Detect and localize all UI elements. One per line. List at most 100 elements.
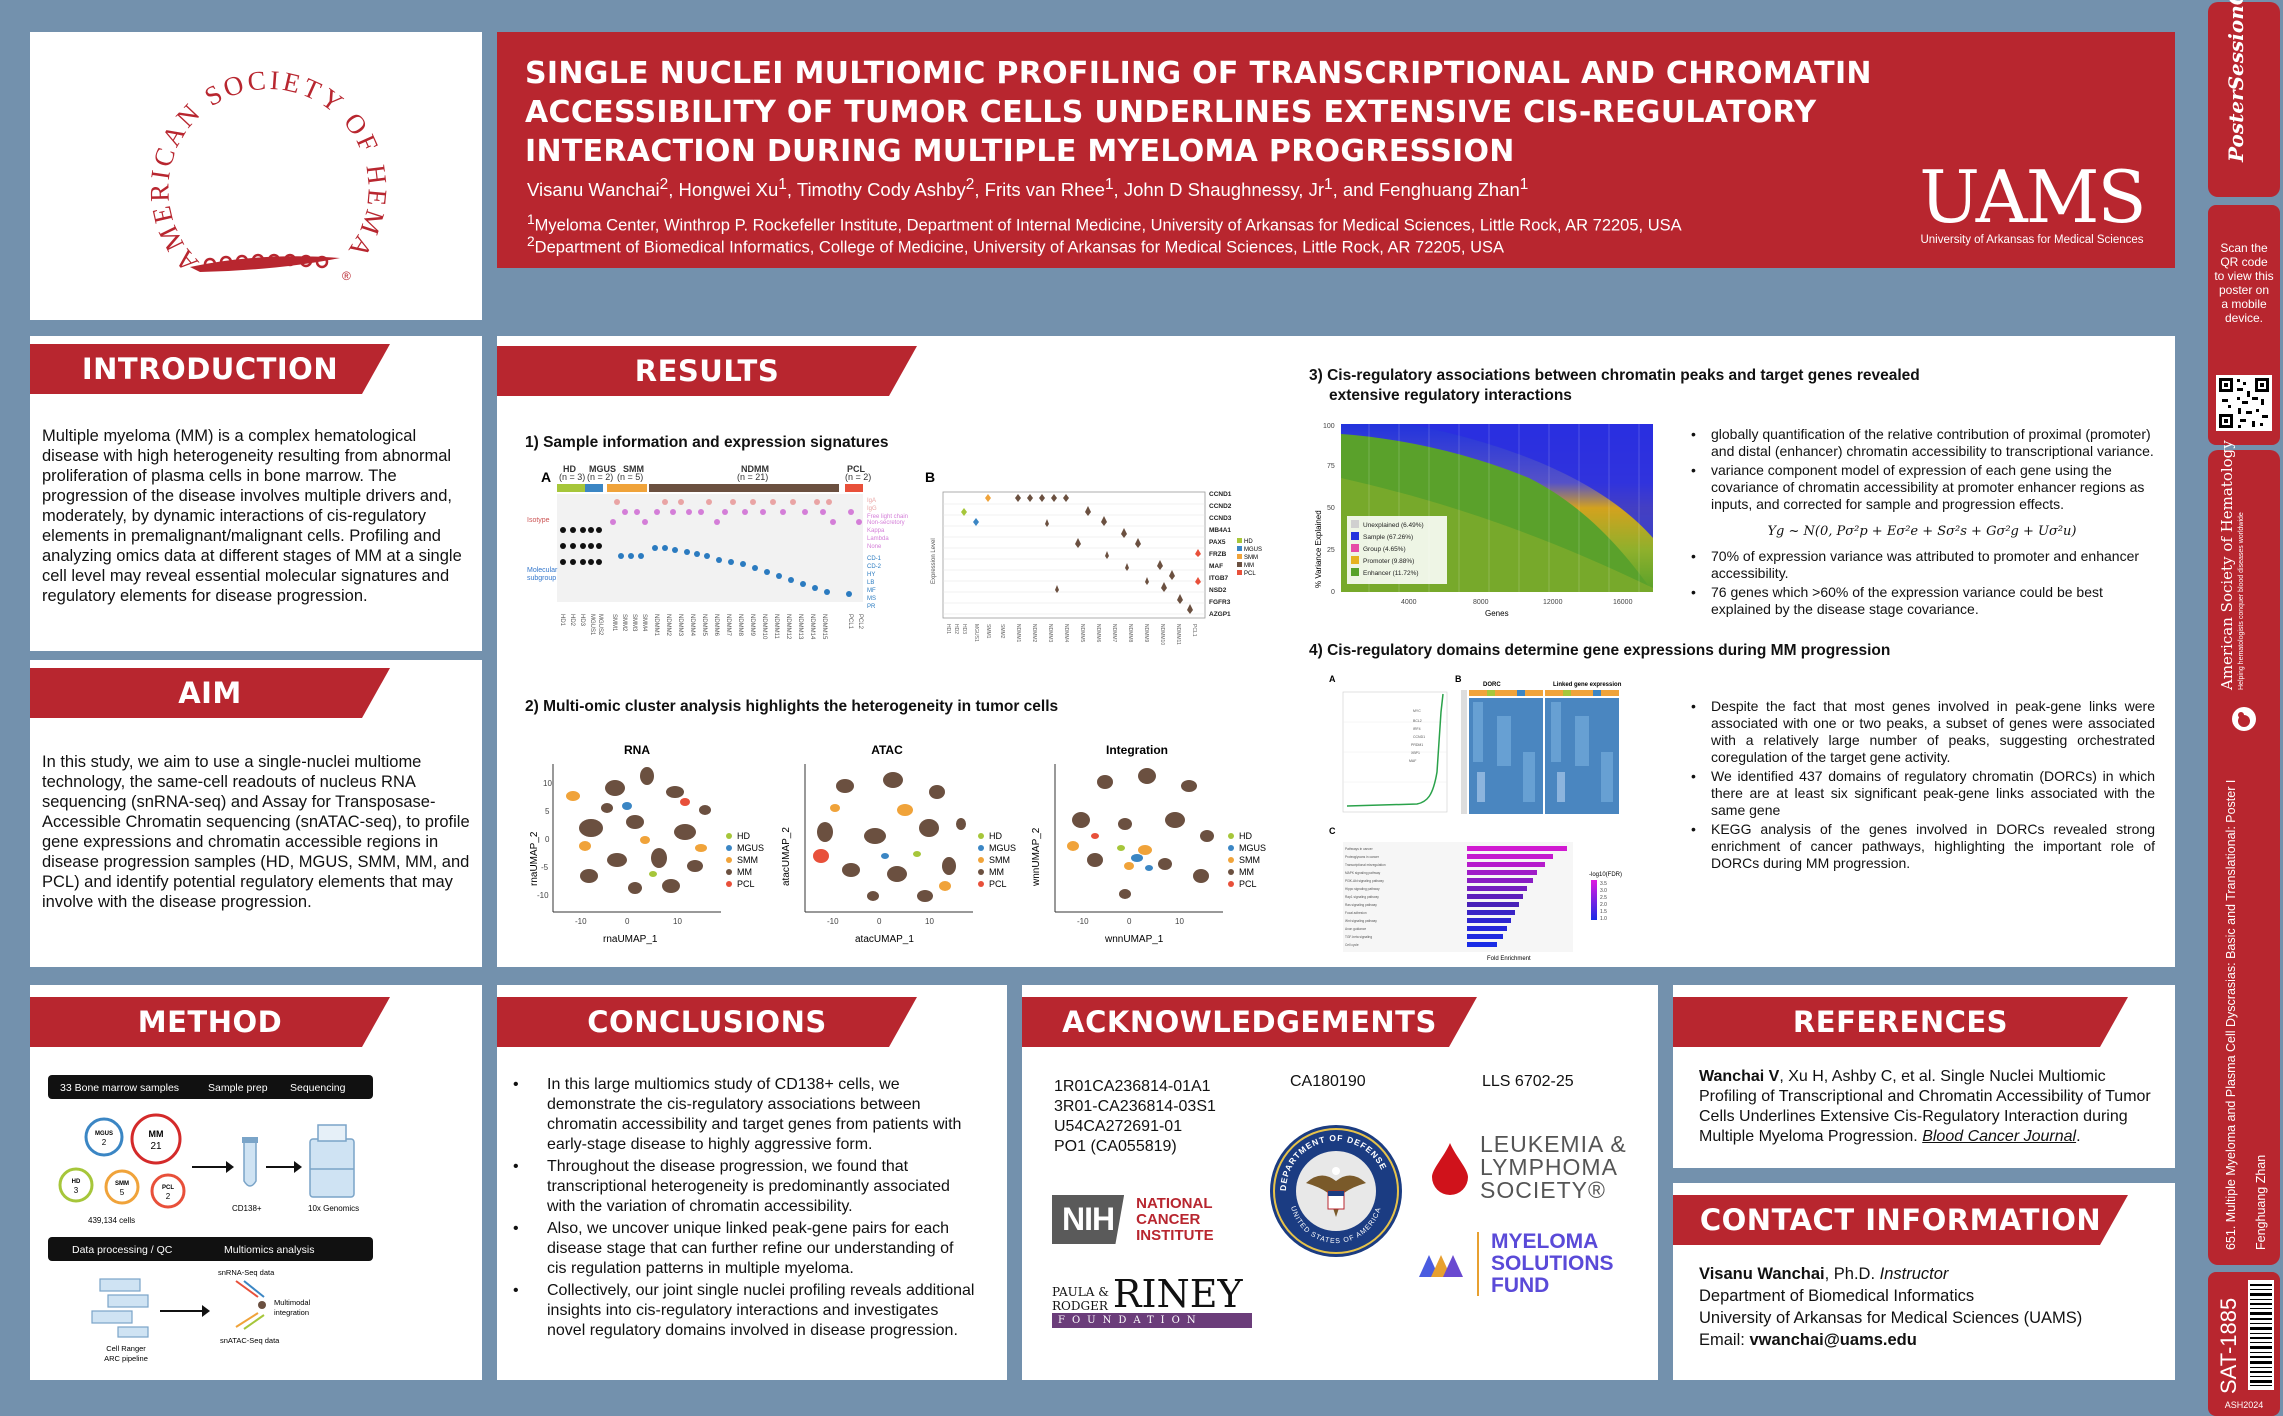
- myeloma-solutions-fund-logo: MYELOMA SOLUTIONS FUND: [1417, 1231, 1614, 1297]
- author-sup: 1: [1104, 176, 1114, 193]
- qr-code-icon[interactable]: [2216, 375, 2272, 431]
- meeting-label: ASH2024: [2224, 1400, 2264, 1410]
- svg-text:Free light chain: Free light chain: [867, 514, 908, 520]
- eagle-icon: [1306, 1167, 1366, 1217]
- uams-logo-text: UAMS: [1919, 155, 2147, 239]
- affiliation-1: 1Myeloma Center, Winthrop P. Rockefeller…: [527, 212, 1682, 235]
- sample-group-n: 21: [150, 1141, 162, 1152]
- title-line-2: ACCESSIBILITY OF TUMOR CELLS UNDERLINES …: [525, 95, 1817, 130]
- riney-small: PAULA &: [1052, 1285, 1109, 1299]
- nci-text: NATIONAL CANCER INSTITUTE: [1136, 1195, 1214, 1244]
- svg-text:NDMM11: NDMM11: [773, 614, 779, 640]
- lls-line: LEUKEMIA &: [1480, 1131, 1627, 1157]
- contact-section: CONTACT INFORMATION Visanu Wanchai, Ph.D…: [1673, 1183, 2175, 1380]
- svg-text:NDMM3: NDMM3: [677, 614, 683, 637]
- author-name: Visanu Wanchai: [527, 179, 660, 201]
- workflow-step: Sample prep: [208, 1082, 268, 1094]
- workflow-step: Multiomics analysis: [224, 1244, 314, 1256]
- references-heading: REFERENCES: [1673, 997, 2128, 1047]
- tick: 75: [1327, 463, 1335, 470]
- affiliation-2-text: Department of Biomedical Informatics, Co…: [534, 238, 1504, 257]
- svg-text:SMM4: SMM4: [641, 614, 647, 632]
- contact-degree: , Ph.D.: [1824, 1265, 1880, 1283]
- legend-label: MGUS: [1244, 547, 1262, 553]
- legend-label: SMM: [737, 855, 758, 865]
- nci-line: CANCER: [1136, 1210, 1201, 1228]
- contact-role: Instructor: [1879, 1265, 1949, 1283]
- tick: 4000: [1401, 599, 1417, 606]
- introduction-text: Multiple myeloma (MM) is a complex hemat…: [42, 427, 462, 605]
- svg-text:NDMM6: NDMM6: [713, 614, 719, 637]
- group-n: (n = 3): [559, 472, 585, 482]
- lls-line: LYMPHOMA: [1480, 1154, 1618, 1180]
- svg-text:MGUS1: MGUS1: [589, 614, 595, 636]
- contact-heading: CONTACT INFORMATION: [1673, 1195, 2128, 1245]
- affiliation-2: 2Department of Biomedical Informatics, C…: [527, 234, 1504, 257]
- svg-text:CD-2: CD-2: [867, 564, 882, 570]
- legend-label: HD: [1244, 539, 1253, 545]
- svg-text:MAPK signaling pathway: MAPK signaling pathway: [1345, 871, 1381, 875]
- svg-text:NDMM1: NDMM1: [1015, 624, 1021, 643]
- legend-label: Unexplained (6.49%): [1363, 522, 1424, 529]
- affiliation-1-text: Myeloma Center, Winthrop P. Rockefeller …: [534, 216, 1682, 235]
- results-section-4-title: 4) Cis-regulatory domains determine gene…: [1309, 642, 1891, 659]
- group-label: PCL: [847, 464, 866, 474]
- sec3-bullet: globally quantification of the relative …: [1689, 426, 2155, 460]
- legend-label: PCL: [989, 879, 1007, 889]
- isotype-label: Isotype: [527, 517, 550, 524]
- conclusions-section: CONCLUSIONS In this large multiomics stu…: [497, 985, 1007, 1380]
- sec3-bullet: 76 genes which >60% of the expression va…: [1689, 584, 2155, 618]
- legend-label: SMM: [1244, 555, 1258, 561]
- tick: -5: [541, 863, 549, 872]
- contact-email-label: Email:: [1699, 1331, 1750, 1349]
- sample-group-label: MM: [149, 1129, 164, 1139]
- sec3-line: extensive regulatory interactions: [1329, 387, 1572, 404]
- svg-text:NDMM9: NDMM9: [1143, 624, 1149, 643]
- sec4-bullet: KEGG analysis of the genes involved in D…: [1689, 821, 2155, 872]
- test-tube-icon: [242, 1137, 258, 1187]
- reference-text: Wanchai V, Xu H, Ashby C, et al. Single …: [1699, 1067, 2159, 1147]
- uams-logo: UAMS University of Arkansas for Medical …: [1907, 160, 2157, 246]
- riney-small: RODGER: [1052, 1299, 1108, 1313]
- ash-emblem-icon: [2232, 707, 2256, 731]
- gene-label: AZGP1: [1209, 611, 1231, 618]
- gene-label: ITGB7: [1209, 575, 1229, 582]
- svg-text:NDMM10: NDMM10: [761, 614, 767, 640]
- grant-dod: CA180190: [1290, 1073, 1366, 1090]
- svg-text:Rap1 signaling pathway: Rap1 signaling pathway: [1345, 895, 1379, 899]
- svg-text:Non-secretory: Non-secretory: [867, 520, 905, 526]
- reference-journal[interactable]: Blood Cancer Journal: [1922, 1128, 2077, 1145]
- svg-text:PR: PR: [867, 604, 876, 610]
- umap-ylabel: rnaUMAP_2: [529, 831, 540, 886]
- author-sup: 2: [659, 176, 669, 193]
- atac-data-label: snATAC-Seq data: [220, 1336, 280, 1345]
- results-section: RESULTS 1) Sample information and expres…: [497, 336, 2175, 967]
- sec3-bullet: variance component model of expression o…: [1689, 462, 2155, 513]
- blood-drop-icon: [1432, 1142, 1468, 1195]
- uams-logo-sub: University of Arkansas for Medical Scien…: [1920, 234, 2144, 246]
- barcode-icon: [2248, 1280, 2274, 1390]
- acknowledgements-section: ACKNOWLEDGEMENTS 1R01CA236814-01A1 3R01-…: [1022, 985, 1658, 1380]
- svg-text:IRF4: IRF4: [1413, 727, 1421, 731]
- session-strip: American Society of Hematology Helping h…: [2208, 440, 2280, 1265]
- legend-label: Sample (67.26%): [1363, 534, 1413, 541]
- author-list: Visanu Wanchai2, Hongwei Xu1, Timothy Co…: [527, 176, 1529, 201]
- svg-text:LB: LB: [867, 580, 874, 586]
- svg-text:AMERICAN SOCIETY OF HEMATOLOGY: AMERICAN SOCIETY OF HEMATOLOGY: [30, 32, 393, 278]
- conclusion-item: Throughout the disease progression, we f…: [511, 1157, 977, 1217]
- ash-logo-text: AMERICAN SOCIETY OF HEMATOLOGY: [19, 8, 390, 278]
- legend-label: HD: [737, 831, 750, 841]
- introduction-section: INTRODUCTION Multiple myeloma (MM) is a …: [30, 336, 482, 651]
- svg-text:IgA: IgA: [867, 498, 876, 504]
- svg-text:HD1: HD1: [945, 624, 951, 634]
- poster-session-logo[interactable]: PosterSessionOnline: [2208, 0, 2280, 197]
- svg-text:NDMM12: NDMM12: [785, 614, 791, 640]
- contact-email-link[interactable]: vwanchai@uams.edu: [1749, 1331, 1917, 1349]
- author-name: John D Shaughnessy, Jr: [1123, 179, 1324, 201]
- lls-line: SOCIETY®: [1480, 1177, 1606, 1203]
- riney-big: RINEY: [1112, 1272, 1243, 1316]
- grant-id: PO1 (CA055819): [1054, 1138, 1177, 1155]
